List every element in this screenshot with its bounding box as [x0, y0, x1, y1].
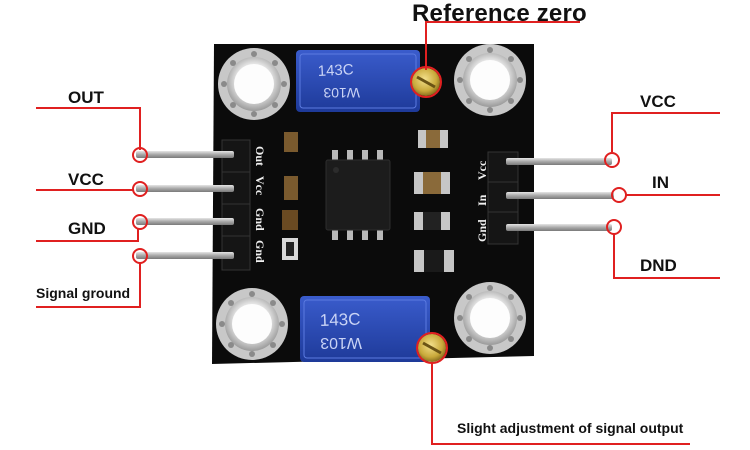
callouts-left — [36, 107, 148, 308]
pin-signal-ground — [136, 252, 234, 259]
trimpot-top-line1: 143C — [317, 61, 354, 80]
label-gnd-left: GND — [68, 219, 106, 238]
smd-components — [282, 130, 454, 272]
silkscreen-left: Out Vcc Gnd Gnd — [253, 146, 267, 263]
callout-signal-adjust — [431, 362, 690, 445]
left-pins — [136, 151, 234, 259]
callout-out — [36, 107, 141, 150]
pin-out — [136, 151, 234, 158]
mounting-hole-top-left — [218, 48, 290, 120]
trimpot-bottom-line2: W103 — [320, 334, 362, 351]
silk-vcc-right: Vcc — [475, 160, 489, 180]
callouts-center — [410, 21, 690, 445]
callout-vcc-right — [611, 112, 720, 152]
silk-vcc: Vcc — [253, 176, 267, 196]
silk-out: Out — [253, 146, 267, 166]
trimpot-bottom: 143C W103 — [300, 296, 446, 362]
mounting-hole-bottom-left — [216, 288, 288, 360]
label-signal-ground: Signal ground — [36, 285, 131, 301]
pin-gnd-right — [506, 224, 612, 231]
silkscreen-right: Vcc In Gnd — [475, 160, 489, 242]
trimpot-top: 143C W103 — [296, 50, 440, 112]
silk-in: In — [475, 194, 489, 206]
left-pin-header — [221, 139, 251, 271]
silk-gnd-right: Gnd — [475, 219, 489, 242]
mounting-hole-top-right — [454, 44, 526, 116]
callout-gnd-left — [36, 229, 139, 242]
pin-in — [506, 192, 614, 199]
label-dnd: DND — [640, 256, 677, 275]
callout-reference-zero — [425, 21, 580, 70]
trimpot-top-line2: W103 — [323, 85, 360, 101]
callouts-right — [604, 112, 720, 279]
trimpot-bottom-line1: 143C — [319, 310, 360, 330]
silk-gnd-2: Gnd — [253, 240, 267, 263]
label-slight-adjustment: Slight adjustment of signal output — [457, 420, 684, 436]
ic-chip — [325, 150, 391, 240]
label-out: OUT — [68, 88, 104, 107]
pin-vcc-left — [136, 185, 234, 192]
pin-gnd-left — [136, 218, 234, 225]
callout-dnd — [613, 234, 720, 279]
callout-signal-ground — [36, 263, 141, 308]
right-pins — [506, 158, 614, 231]
mounting-hole-bottom-right — [454, 282, 526, 354]
reference-zero-label: Reference zero — [412, 0, 587, 27]
pin-vcc-right — [506, 158, 612, 165]
label-vcc-left: VCC — [68, 170, 104, 189]
label-vcc-right: VCC — [640, 92, 676, 111]
silk-gnd-1: Gnd — [253, 208, 267, 231]
label-in: IN — [652, 173, 669, 192]
